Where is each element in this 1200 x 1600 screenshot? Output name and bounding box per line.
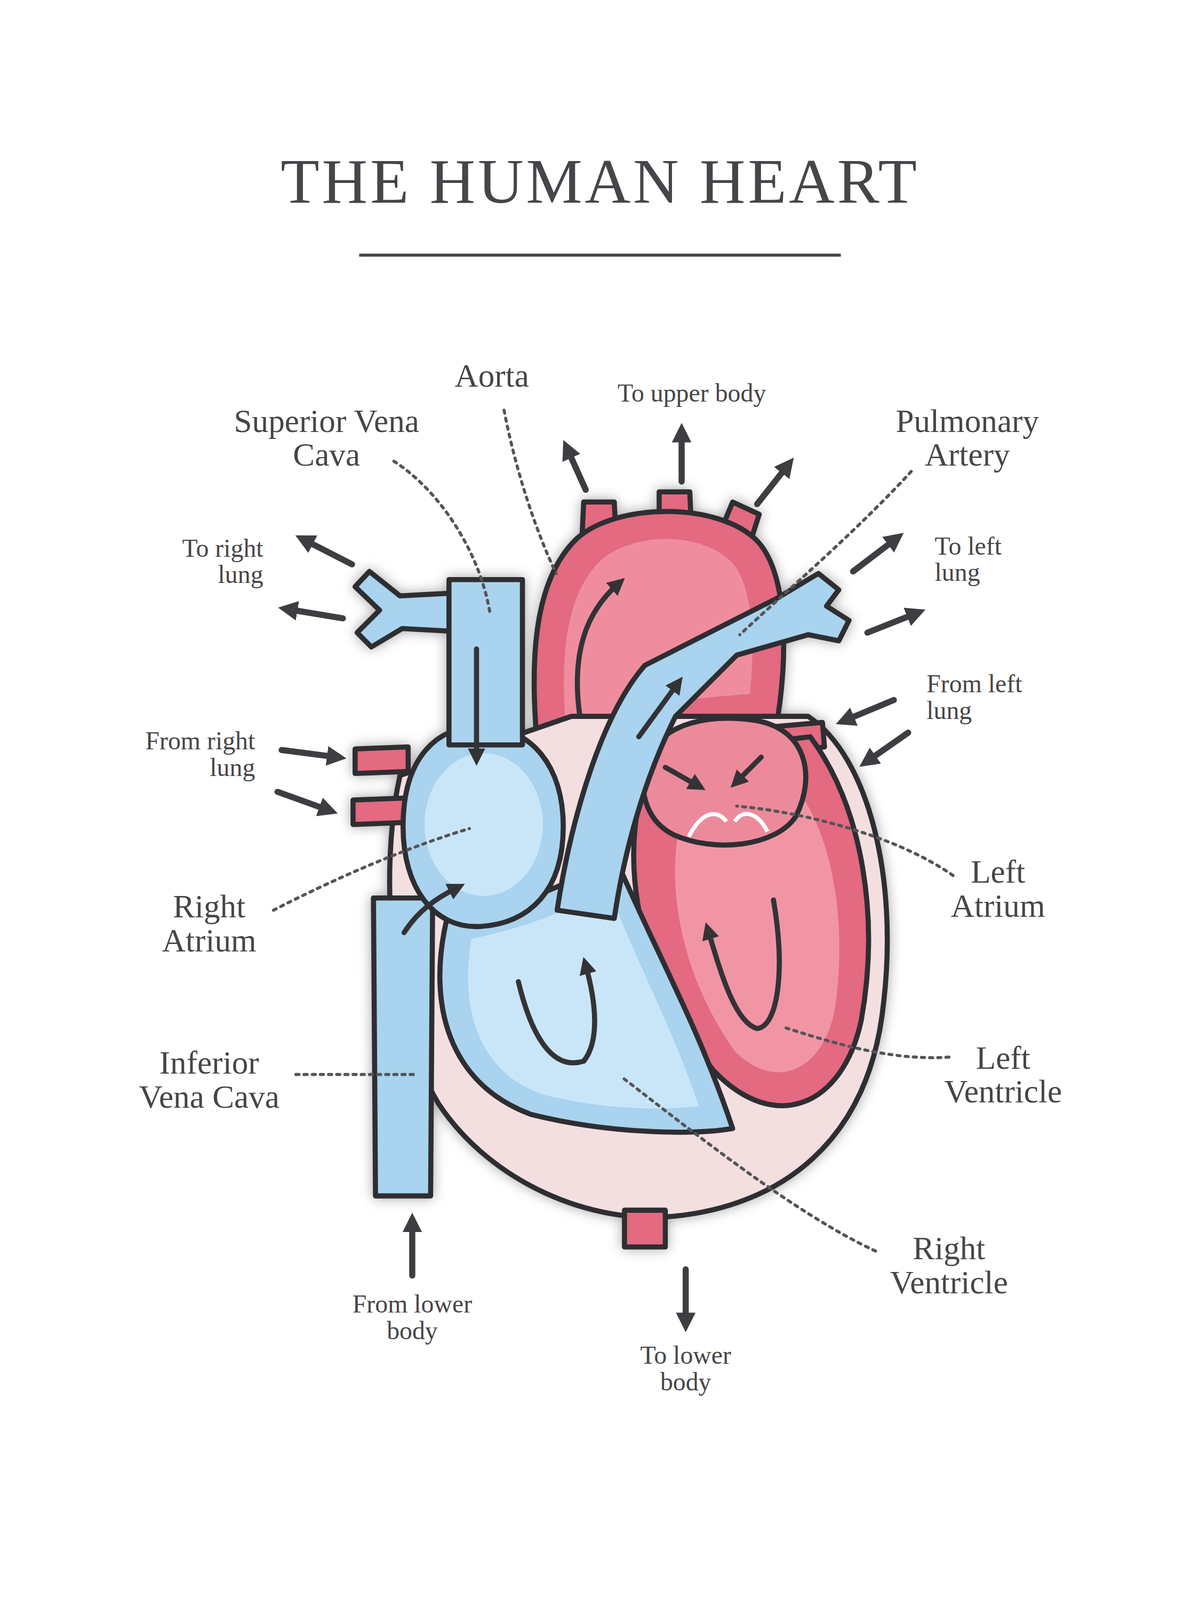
flow-arrows bbox=[404, 888, 458, 933]
right-pulmonary-veins bbox=[353, 797, 406, 825]
superior-vena-cava bbox=[449, 579, 523, 746]
flow-arrows bbox=[736, 757, 762, 782]
part-label: Right Atrium bbox=[152, 889, 267, 958]
leader-lines bbox=[296, 1073, 414, 1077]
part-label: Left Atrium bbox=[940, 854, 1055, 923]
direction-arrows bbox=[567, 449, 586, 491]
direction-arrows bbox=[304, 539, 352, 565]
leader-lines bbox=[739, 471, 911, 635]
direction-arrows bbox=[277, 432, 917, 1323]
direction-arrows bbox=[757, 465, 788, 504]
part-label: Right Ventricle bbox=[880, 1231, 1018, 1300]
right-pulmonary-veins bbox=[353, 747, 408, 825]
direction-arrows bbox=[867, 732, 909, 762]
flow-arrows bbox=[577, 583, 619, 715]
inferior-vena-cava bbox=[373, 898, 433, 1197]
leader-lines bbox=[394, 461, 491, 613]
direction-arrows bbox=[678, 432, 685, 482]
flow-arrows bbox=[404, 583, 780, 1063]
mitral-valve bbox=[688, 813, 767, 837]
part-label: From left lung bbox=[926, 670, 1037, 724]
part-label: To left lung bbox=[934, 532, 1017, 586]
direction-arrows bbox=[281, 749, 337, 757]
leader-lines bbox=[736, 805, 954, 876]
flow-arrows bbox=[474, 649, 480, 758]
heart-drawing bbox=[353, 491, 888, 1247]
direction-arrows bbox=[867, 613, 917, 633]
part-label: From lower body bbox=[346, 1290, 479, 1344]
right-atrium-inner bbox=[424, 753, 543, 896]
direction-arrows bbox=[277, 792, 329, 811]
part-label: To upper body bbox=[617, 379, 766, 407]
direction-arrows bbox=[409, 1222, 415, 1276]
part-label: Inferior Vena Cava bbox=[130, 1045, 288, 1114]
part-label: Superior Vena Cava bbox=[218, 404, 435, 472]
flow-arrows bbox=[518, 965, 595, 1063]
leader-lines bbox=[781, 1026, 950, 1058]
right-atrium bbox=[403, 726, 564, 927]
flow-arrows bbox=[638, 683, 678, 737]
title-rule bbox=[358, 253, 841, 257]
right-pulmonary-veins bbox=[355, 747, 408, 774]
part-label: To right lung bbox=[166, 534, 264, 588]
direction-arrows bbox=[288, 609, 343, 619]
leader-lines bbox=[273, 828, 470, 911]
direction-arrows bbox=[682, 1269, 689, 1323]
part-label: Left Ventricle bbox=[934, 1041, 1072, 1109]
direction-arrows bbox=[852, 538, 896, 572]
title-rule bbox=[358, 254, 841, 256]
part-label: Aorta bbox=[454, 358, 529, 394]
direction-arrows bbox=[844, 700, 894, 721]
leader-lines bbox=[273, 410, 954, 1252]
leader-lines bbox=[622, 1077, 876, 1251]
part-label: Pulmonary Artery bbox=[885, 404, 1050, 472]
flow-arrows bbox=[708, 900, 780, 1029]
descending-aorta bbox=[624, 1210, 666, 1247]
pulmonary-artery bbox=[557, 573, 850, 919]
flow-arrows bbox=[665, 767, 698, 786]
leader-lines bbox=[504, 410, 557, 574]
part-label: From right lung bbox=[130, 727, 255, 781]
part-label: To lower body bbox=[630, 1341, 741, 1395]
poster-title: THE HUMAN HEART bbox=[280, 148, 919, 215]
